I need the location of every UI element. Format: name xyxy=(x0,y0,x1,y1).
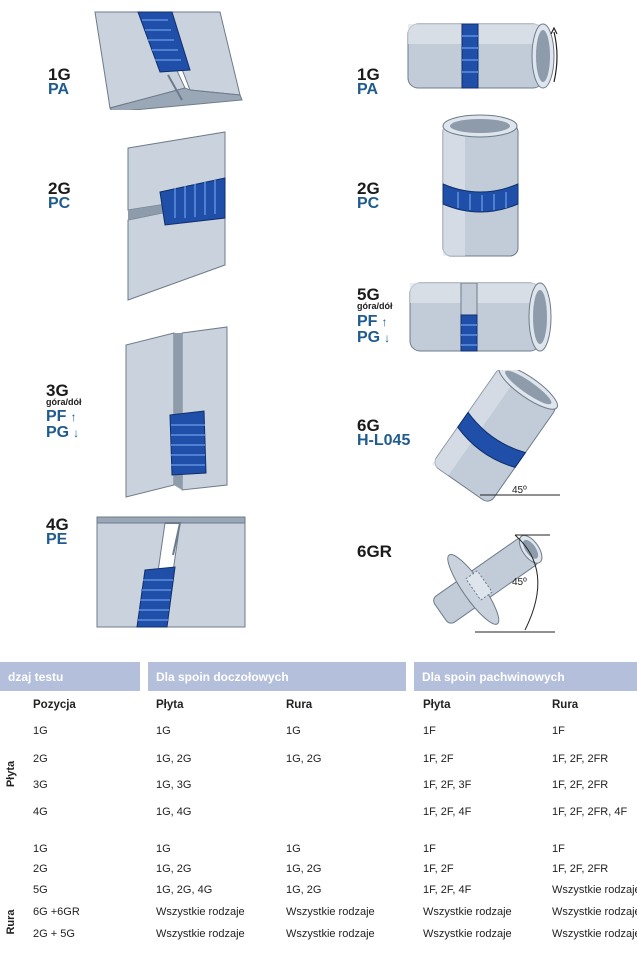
table-cell: 1F, 2F xyxy=(423,753,454,765)
table-cell: 1G, 4G xyxy=(156,806,192,818)
table-cell: Wszystkie rodzaje xyxy=(156,928,245,940)
pipe-6g-code: 6G xyxy=(357,416,380,435)
table-cell: 1G xyxy=(33,725,48,737)
plate-2g-figure xyxy=(127,131,226,301)
table-cell: 1G, 2G, 4G xyxy=(156,884,213,896)
pipe-1g-code: 1G xyxy=(357,65,380,84)
table-cell: 5G xyxy=(33,884,48,896)
table-cell: 1G xyxy=(156,725,171,737)
table-cell: 1G xyxy=(286,843,301,855)
plate-4g-figure xyxy=(96,516,246,628)
table-cell: 2G xyxy=(33,863,48,875)
table-cell: 2G + 5G xyxy=(33,928,75,940)
table-cell: 1F xyxy=(552,725,565,737)
table-cell: Wszystkie rodzaje xyxy=(552,906,637,918)
table-cell: 3G xyxy=(33,779,48,791)
table-header-test-type: dzaj testu xyxy=(0,662,140,691)
table-cell: 1G xyxy=(156,843,171,855)
pipe-5g-code: 5G xyxy=(357,285,380,304)
column-header: Rura xyxy=(552,699,579,711)
table-cell: 1G, 3G xyxy=(156,779,192,791)
plate-1g-pos: PA xyxy=(48,81,70,98)
table-header-butt-welds: Dla spoin doczołowych xyxy=(148,662,406,691)
table-cell: 1G, 2G xyxy=(286,753,322,765)
pipe-5g-sub: góra/dół xyxy=(357,301,393,311)
column-header: Pozycja xyxy=(33,699,76,711)
plate-1g-figure xyxy=(94,11,243,110)
table-cell: 1F xyxy=(552,843,565,855)
table-cell: 1G, 2G xyxy=(286,863,322,875)
row-group-label: Płyta xyxy=(5,760,17,788)
table-cell: 2G xyxy=(33,753,48,765)
table-cell: 1F, 2F xyxy=(423,863,454,875)
down-arrow-icon: ↓ xyxy=(384,331,391,345)
table-cell: 1G, 2G xyxy=(286,884,322,896)
table-cell: 4G xyxy=(33,806,48,818)
plate-1g-code: 1G xyxy=(48,65,71,84)
up-arrow-icon: ↑ xyxy=(70,410,77,424)
column-header: Płyta xyxy=(423,699,451,711)
pipe-6gr-code: 6GR xyxy=(357,542,392,561)
up-arrow-icon: ↑ xyxy=(381,315,388,329)
table-cell: Wszystkie rodzaje xyxy=(552,928,637,940)
table-cell: 1F, 2F, 2FR xyxy=(552,753,609,765)
pipe-5g-pg: PG↓ xyxy=(357,329,391,346)
plate-4g-pos: PE xyxy=(46,531,68,548)
pipe-2g-figure xyxy=(442,114,519,257)
down-arrow-icon: ↓ xyxy=(73,426,80,440)
pipe-5g-pf: PF↑ xyxy=(357,313,388,330)
plate-3g-pg: PG↓ xyxy=(46,424,80,441)
table-cell: Wszystkie rodzaje xyxy=(156,906,245,918)
table-cell: 1F, 2F, 2FR xyxy=(552,863,609,875)
table-cell: Wszystkie rodzaje xyxy=(423,928,512,940)
pipe-6g-angle: 45º xyxy=(512,485,527,496)
table-cell: Wszystkie rodzaje xyxy=(552,884,637,896)
table-cell: Wszystkie rodzaje xyxy=(286,906,375,918)
pipe-1g-pos: PA xyxy=(357,81,379,98)
plate-4g-code: 4G xyxy=(46,515,69,534)
plate-2g-code: 2G xyxy=(48,179,71,198)
pipe-6gr-figure xyxy=(433,534,555,633)
table-cell: 1G xyxy=(286,725,301,737)
table-cell: 1F xyxy=(423,725,436,737)
plate-3g-code: 3G xyxy=(46,381,69,400)
pipe-6g-pos: H-L045 xyxy=(357,432,411,449)
column-header: Rura xyxy=(286,699,313,711)
table-cell: 1F, 2F, 4F xyxy=(423,806,472,818)
column-header: Płyta xyxy=(156,699,184,711)
plate-3g-figure xyxy=(125,326,228,498)
table-header-fillet-welds: Dla spoin pachwinowych xyxy=(414,662,637,691)
pipe-6gr-angle: 45º xyxy=(512,577,527,588)
table-cell: 1F, 2F, 4F xyxy=(423,884,472,896)
plate-3g-sub: góra/dół xyxy=(46,397,82,407)
table-cell: 6G +6GR xyxy=(33,906,80,918)
pipe-2g-pos: PC xyxy=(357,195,380,212)
table-cell: 1F, 2F, 2FR, 4F xyxy=(552,806,628,818)
pipe-1g-figure xyxy=(407,23,558,89)
table-cell: Wszystkie rodzaje xyxy=(286,928,375,940)
row-group-label: Rura xyxy=(5,909,17,935)
table-cell: 1G, 2G xyxy=(156,863,192,875)
plate-3g-pf: PF↑ xyxy=(46,408,77,425)
pipe-2g-code: 2G xyxy=(357,179,380,198)
pipe-5g-figure xyxy=(409,282,552,352)
table-cell: 1G, 2G xyxy=(156,753,192,765)
plate-2g-pos: PC xyxy=(48,195,71,212)
table-cell: 1F xyxy=(423,843,436,855)
table-cell: 1G xyxy=(33,843,48,855)
pipe-6g-figure xyxy=(431,370,560,502)
table-cell: 1F, 2F, 2FR xyxy=(552,779,609,791)
table-cell: 1F, 2F, 3F xyxy=(423,779,472,791)
table-cell: Wszystkie rodzaje xyxy=(423,906,512,918)
